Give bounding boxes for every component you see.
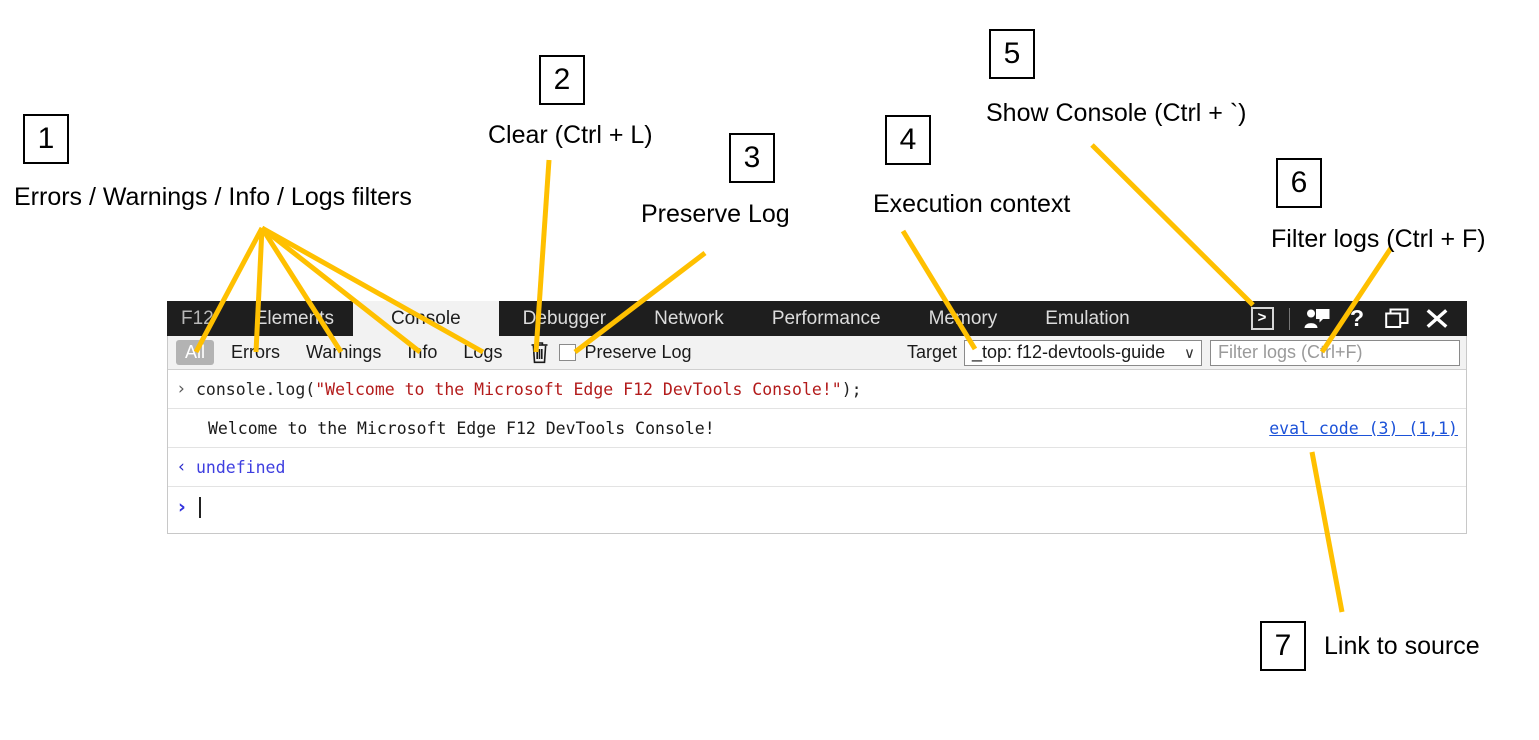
- console-message-text: Welcome to the Microsoft Edge F12 DevToo…: [208, 418, 715, 438]
- callout-label-3: Preserve Log: [641, 200, 790, 228]
- callout-number-4: 4: [885, 115, 931, 165]
- callout-number-5: 5: [989, 29, 1035, 79]
- tab-network[interactable]: Network: [654, 307, 724, 329]
- callout-number-3: 3: [729, 133, 775, 183]
- console-prompt-row[interactable]: ›: [168, 487, 1466, 527]
- console-code-prefix: console.log(: [196, 379, 316, 399]
- tabstrip-spacer: [1154, 301, 1242, 336]
- console-message-row: Welcome to the Microsoft Edge F12 DevToo…: [168, 409, 1466, 448]
- help-icon[interactable]: ?: [1349, 305, 1365, 331]
- icon-divider: [1289, 307, 1290, 330]
- console-code-string: "Welcome to the Microsoft Edge F12 DevTo…: [315, 379, 842, 399]
- tab-f12: F12: [181, 307, 214, 329]
- console-input-row[interactable]: › console.log( "Welcome to the Microsoft…: [168, 370, 1466, 409]
- callout-label-7: Link to source: [1324, 632, 1480, 660]
- console-result-value: undefined: [196, 457, 286, 477]
- feedback-icon[interactable]: [1297, 301, 1337, 336]
- callout-label-5: Show Console (Ctrl + `): [986, 99, 1247, 127]
- callout-number-1: 1: [23, 114, 69, 164]
- show-console-icon[interactable]: >: [1242, 301, 1282, 336]
- callout-label-4: Execution context: [873, 190, 1071, 218]
- tab-debugger[interactable]: Debugger: [522, 307, 607, 329]
- tab-emulation[interactable]: Emulation: [1045, 307, 1130, 329]
- filter-logs[interactable]: Logs: [463, 342, 503, 362]
- output-prompt-icon: ‹: [178, 457, 185, 477]
- callout-label-6: Filter logs (Ctrl + F): [1271, 225, 1486, 253]
- source-link[interactable]: eval code (3) (1,1): [1269, 418, 1458, 438]
- prompt-caret-icon: ›: [178, 496, 186, 518]
- devtools-tool-icons: > ?: [1242, 301, 1467, 336]
- filter-errors[interactable]: Errors: [231, 342, 281, 362]
- filter-logs-placeholder: Filter logs (Ctrl+F): [1218, 342, 1363, 362]
- callout-number-7: 7: [1260, 621, 1306, 671]
- input-prompt-icon: ›: [178, 379, 185, 399]
- execution-context-value: _top: f12-devtools-guide: [972, 342, 1166, 362]
- execution-context-select[interactable]: _top: f12-devtools-guide ∨: [964, 339, 1202, 366]
- tab-memory[interactable]: Memory: [928, 307, 998, 329]
- callout-label-2: Clear (Ctrl + L): [488, 121, 653, 149]
- devtools-window: F12 Elements Console Debugger Network Pe…: [167, 301, 1467, 534]
- tab-console[interactable]: Console: [352, 301, 499, 336]
- dock-icon[interactable]: [1377, 301, 1417, 336]
- trash-icon[interactable]: [525, 340, 553, 366]
- filter-warnings[interactable]: Warnings: [306, 342, 382, 362]
- filter-info[interactable]: Info: [407, 342, 438, 362]
- target-label: Target: [906, 342, 957, 362]
- tab-performance[interactable]: Performance: [771, 307, 881, 329]
- chevron-down-icon: ∨: [1184, 344, 1195, 362]
- preserve-log-checkbox[interactable]: [559, 344, 577, 361]
- console-result-row: ‹ undefined: [168, 448, 1466, 487]
- preserve-log-control[interactable]: Preserve Log: [559, 342, 692, 363]
- close-icon[interactable]: [1417, 301, 1457, 336]
- filter-all[interactable]: All: [176, 340, 215, 365]
- devtools-tabstrip: F12 Elements Console Debugger Network Pe…: [167, 301, 1467, 336]
- tab-elements[interactable]: Elements: [254, 307, 334, 329]
- console-toolbar: All Errors Warnings Info Logs Preserve L…: [168, 336, 1466, 370]
- console-code-suffix: );: [841, 379, 862, 399]
- console-output: › console.log( "Welcome to the Microsoft…: [168, 370, 1466, 527]
- text-cursor: [199, 496, 201, 518]
- callout-number-6: 6: [1276, 158, 1322, 208]
- callout-label-1: Errors / Warnings / Info / Logs filters: [14, 183, 412, 211]
- preserve-log-label: Preserve Log: [584, 342, 692, 362]
- callout-number-2: 2: [539, 55, 585, 105]
- filter-logs-input[interactable]: Filter logs (Ctrl+F): [1210, 339, 1460, 366]
